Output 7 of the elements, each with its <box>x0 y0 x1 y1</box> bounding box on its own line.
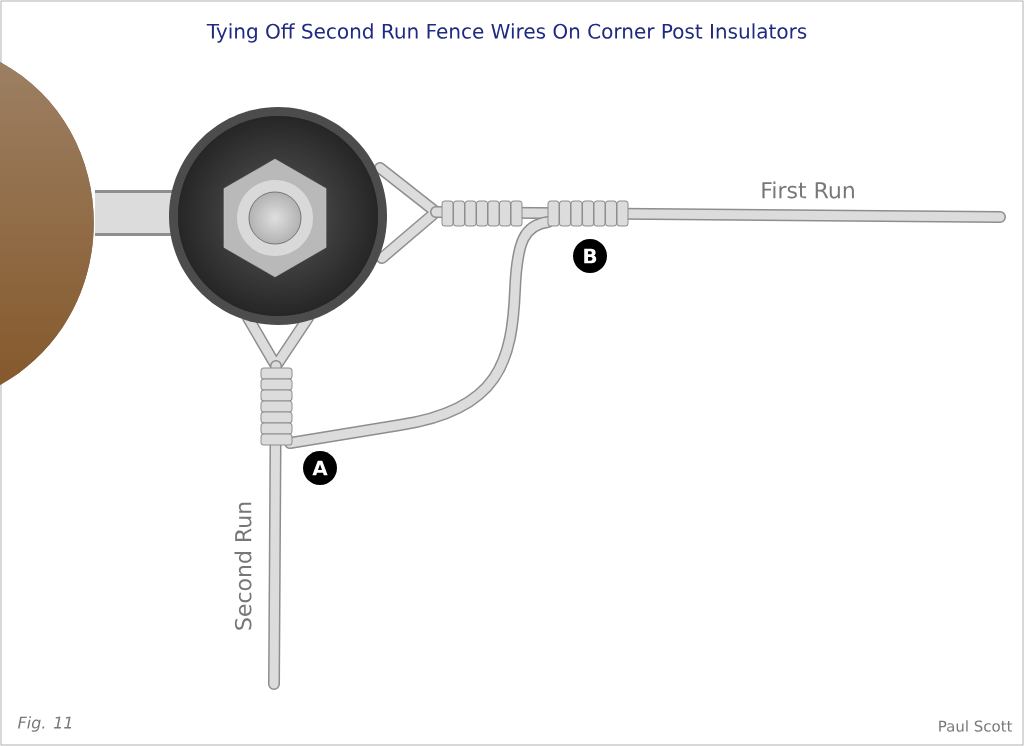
wire-label: Second Run <box>234 502 252 630</box>
wire-label: First Run <box>762 181 854 199</box>
author-credit: Paul Scott <box>939 720 1013 732</box>
callout-number: B <box>573 239 607 273</box>
title: Tying Off Second Run Fence Wires On Corner Post Insulators <box>206 23 807 43</box>
callout-number: A <box>303 451 337 485</box>
figure-number: Fig. 11 <box>17 716 72 732</box>
